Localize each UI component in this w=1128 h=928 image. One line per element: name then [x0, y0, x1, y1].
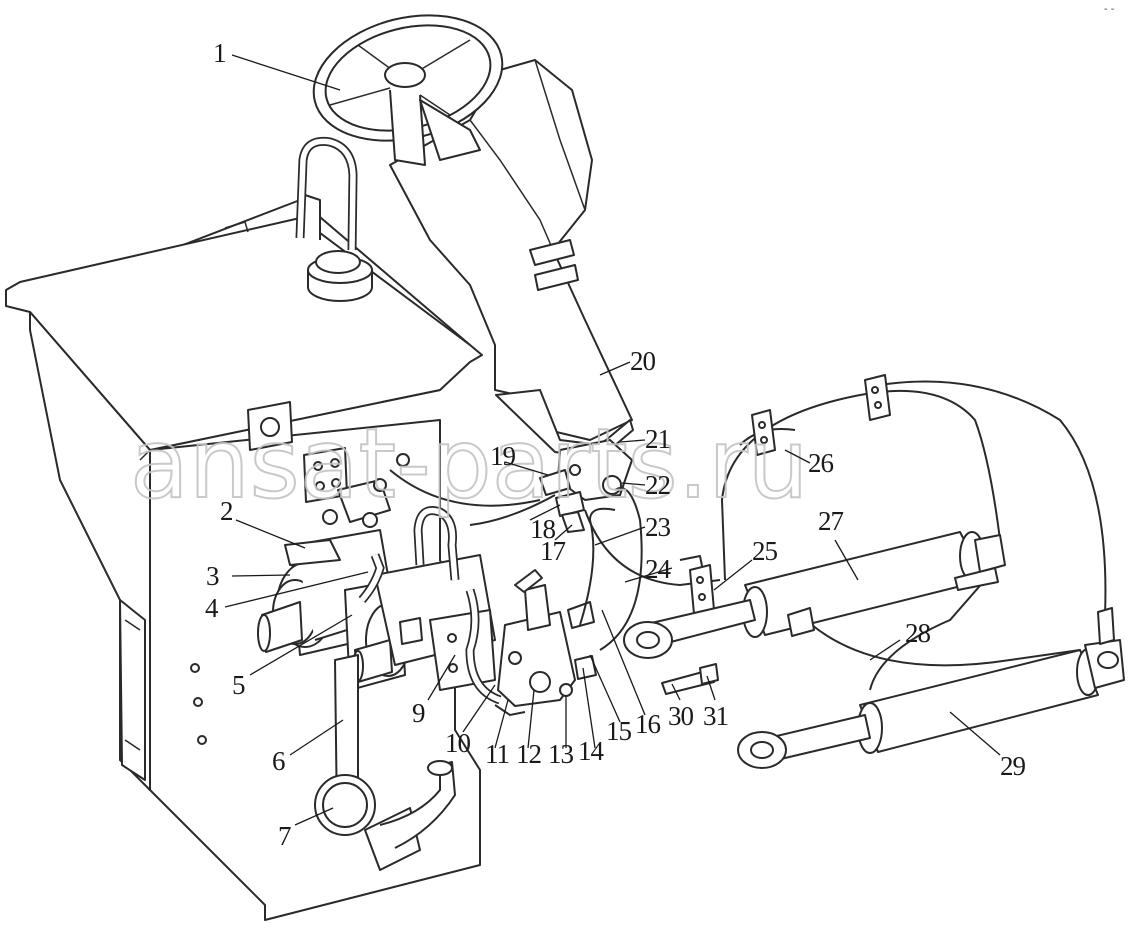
steering-cylinder-lower: [737, 607, 1125, 769]
steering-cylinder-upper: [623, 531, 1006, 659]
callout-28: 28: [905, 618, 931, 648]
watermark-text: ansat-parts.ru: [130, 408, 809, 520]
callout-9: 9: [412, 698, 425, 728]
steering-wheel: [312, 14, 504, 166]
callout-21: 21: [645, 424, 670, 454]
callout-22: 22: [645, 470, 671, 500]
leader-lines: [224, 54, 1001, 826]
callout-30: 30: [668, 701, 694, 731]
callout-13: 13: [548, 739, 574, 769]
callout-11: 11: [485, 739, 509, 769]
callout-25: 25: [752, 536, 778, 566]
callout-2: 2: [220, 496, 233, 526]
callout-14: 14: [578, 736, 605, 766]
callout-4: 4: [205, 593, 219, 623]
cylinder-hoses: [584, 380, 1107, 691]
priority-valve: [497, 569, 597, 707]
callout-12: 12: [516, 739, 542, 769]
callout-16: 16: [635, 709, 661, 739]
callout-6: 6: [272, 746, 285, 776]
callouts: 1 2 3 4 5 6 7 9 10 11 12 13 14 15 16 17 …: [205, 38, 1027, 851]
callout-3: 3: [206, 561, 219, 591]
grab-handle: [295, 136, 358, 251]
callout-27: 27: [818, 506, 844, 536]
callout-1: 1: [213, 38, 226, 68]
suction-pipe-filter: [314, 654, 456, 871]
small-fittings: [661, 607, 815, 695]
steering-valve-unit: [539, 439, 633, 533]
callout-10: 10: [445, 728, 471, 758]
callout-5: 5: [232, 670, 245, 700]
callout-26: 26: [808, 448, 834, 478]
callout-31: 31: [703, 701, 728, 731]
corner-mark: ‑ ‑: [1104, 4, 1115, 15]
callout-18: 18: [530, 514, 556, 544]
callout-29: 29: [1000, 751, 1026, 781]
callout-7: 7: [278, 821, 291, 851]
callout-23: 23: [645, 512, 671, 542]
callout-20: 20: [630, 346, 656, 376]
callout-19: 19: [490, 441, 516, 471]
callout-17: 17: [540, 536, 566, 566]
callout-24: 24: [645, 554, 672, 584]
tank-filler-cap: [307, 250, 373, 302]
frame-mount-blocks: [247, 401, 410, 528]
callout-15: 15: [606, 716, 632, 746]
